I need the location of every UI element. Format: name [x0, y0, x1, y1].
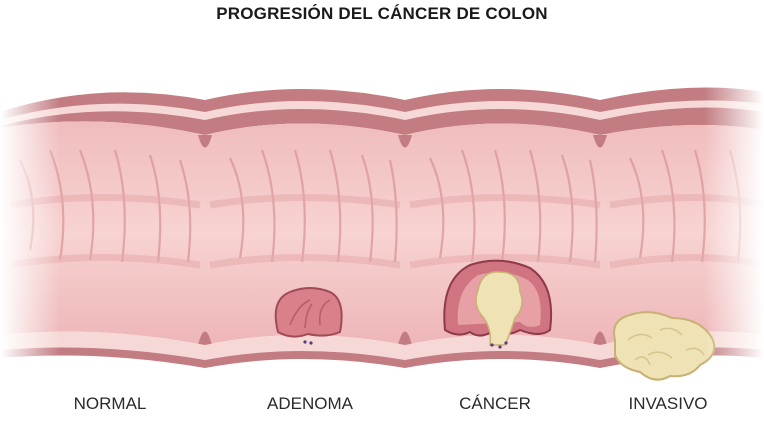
stage-label-cancer: CÁNCER [425, 394, 565, 414]
stage-label-invasive: INVASIVO [598, 394, 738, 414]
stage-label-normal: NORMAL [40, 394, 180, 414]
stage-label-adenoma: ADENOMA [240, 394, 380, 414]
